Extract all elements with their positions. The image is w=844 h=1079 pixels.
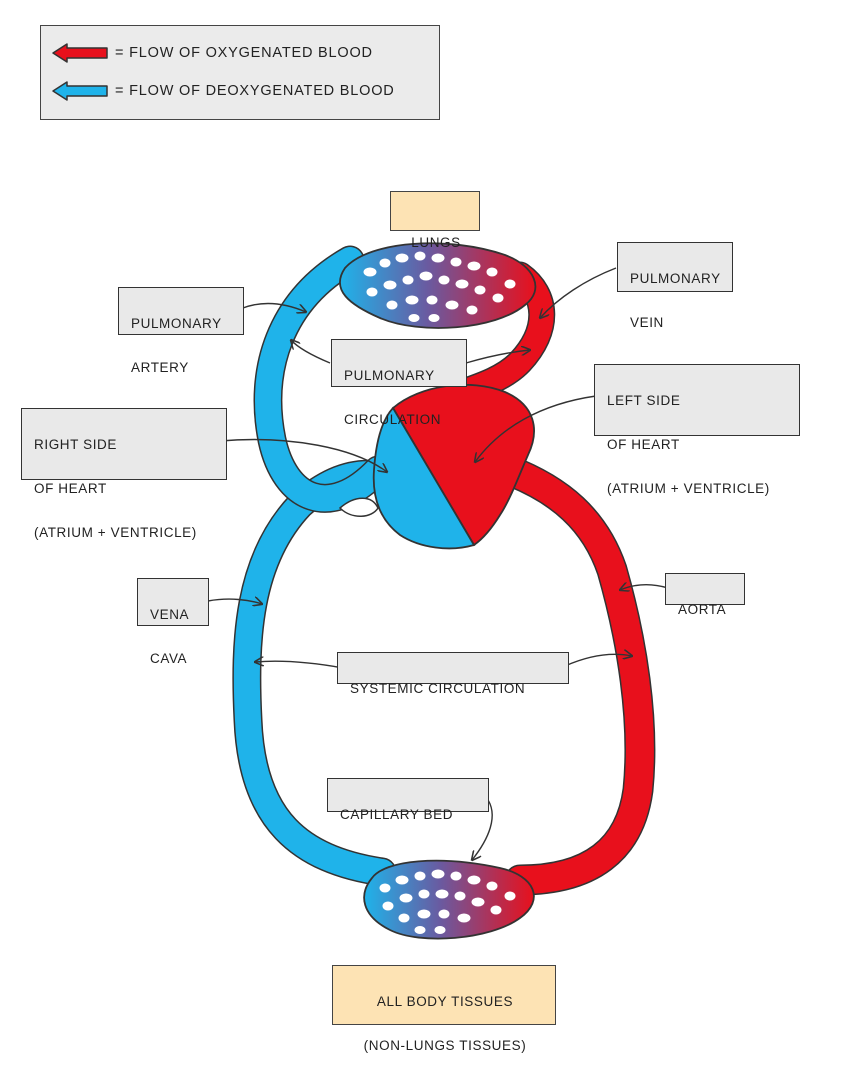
aorta-label: AORTA: [665, 573, 745, 617]
legend-deoxygenated: = FLOW OF DEOXYGENATED BLOOD: [51, 78, 395, 104]
pulmonary-circulation-label: PULMONARY CIRCULATION: [331, 339, 467, 427]
systemic-circulation-label: SYSTEMIC CIRCULATION: [337, 652, 569, 696]
right-side-heart-label: RIGHT SIDE OF HEART (ATRIUM + VENTRICLE): [21, 408, 227, 540]
legend-oxygenated-text: = FLOW OF OXYGENATED BLOOD: [115, 45, 373, 61]
body-capillary-pores: [379, 869, 516, 934]
legend-deoxygenated-text: = FLOW OF DEOXYGENATED BLOOD: [115, 83, 395, 99]
red-arrow-icon: [52, 43, 108, 63]
pulmonary-artery-label: PULMONARY ARTERY: [118, 287, 244, 375]
pulmonary-vein-label: PULMONARY VEIN: [617, 242, 733, 330]
legend: = FLOW OF OXYGENATED BLOOD = FLOW OF DEO…: [40, 25, 440, 120]
lung-capillary-pores: [363, 251, 516, 322]
circulation-diagram: = FLOW OF OXYGENATED BLOOD = FLOW OF DEO…: [21, 25, 800, 1053]
lungs-label: LUNGS: [390, 191, 480, 250]
vena-cava-label: VENA CAVA: [137, 578, 209, 666]
diagram-canvas: [200, 242, 675, 940]
blue-arrow-icon: [52, 81, 108, 101]
legend-oxygenated: = FLOW OF OXYGENATED BLOOD: [51, 40, 373, 66]
body-tissues-label: ALL BODY TISSUES (NON-LUNGS TISSUES): [332, 965, 556, 1053]
left-side-heart-label: LEFT SIDE OF HEART (ATRIUM + VENTRICLE): [594, 364, 800, 496]
capillary-bed-label: CAPILLARY BED: [327, 778, 489, 822]
heart-right-side: [372, 406, 476, 550]
